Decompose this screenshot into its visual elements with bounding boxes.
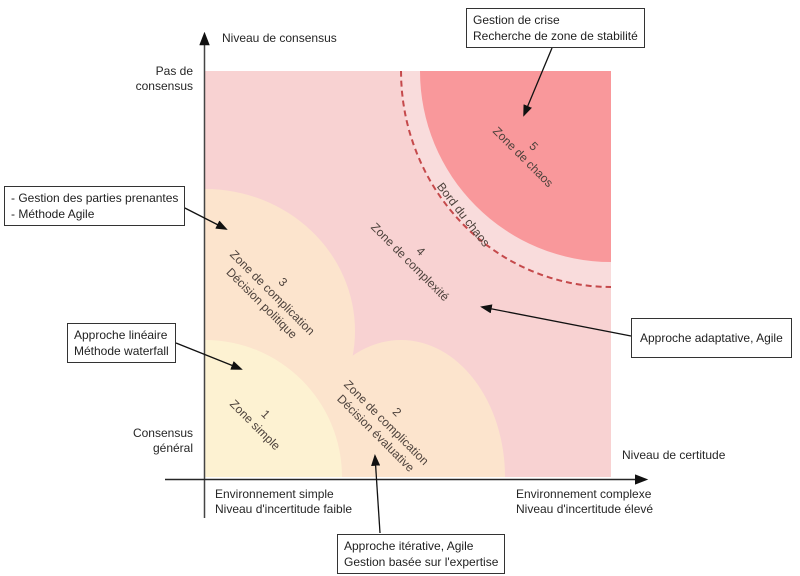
- x-axis-left-label-line1: Environnement simple: [215, 487, 334, 501]
- y-axis-top-label-line2: consensus: [135, 79, 193, 93]
- y-axis-title: Niveau de consensus: [222, 31, 337, 45]
- callout-adaptive-approach: Approche adaptative, Agile: [631, 318, 792, 358]
- y-axis-bottom-label: Consensus général: [133, 426, 193, 456]
- x-axis-right-label: Environnement complexe Niveau d'incertit…: [516, 487, 653, 517]
- callout-iterative-approach: Approche itérative, Agile Gestion basée …: [337, 534, 506, 574]
- x-axis-left-label-line2: Niveau d'incertitude faible: [215, 502, 353, 516]
- callout-crisis-line2: Recherche de zone de stabilité: [473, 29, 638, 43]
- y-axis-bottom-label-line2: général: [152, 441, 193, 455]
- callout-linear-line2: Méthode waterfall: [74, 344, 169, 358]
- x-axis-left-label: Environnement simple Niveau d'incertitud…: [215, 487, 352, 517]
- chart-area: 5 Zone de chaos Bord du chaos 4 Zone de …: [205, 71, 611, 477]
- callout-crisis-management: Gestion de crise Recherche de zone de st…: [466, 8, 645, 48]
- zone-chaos-shape: [420, 71, 611, 262]
- y-axis-top-label: Pas de consensus: [136, 64, 193, 94]
- callout-iterative-line2: Gestion basée sur l'expertise: [344, 555, 499, 569]
- zone-4-label: 4 Zone de complexité: [367, 209, 462, 304]
- x-axis-right-label-line1: Environnement complexe: [516, 487, 652, 501]
- callout-stakeholders-line1: - Gestion des parties prenantes: [11, 191, 179, 205]
- x-axis-right-label-line2: Niveau d'incertitude élevé: [516, 502, 654, 516]
- callout-crisis-line1: Gestion de crise: [473, 13, 560, 27]
- callout-stakeholders: - Gestion des parties prenantes - Méthod…: [4, 186, 186, 226]
- callout-stakeholders-line2: - Méthode Agile: [11, 207, 95, 221]
- callout-linear-line1: Approche linéaire: [74, 328, 168, 342]
- callout-adaptive-line1: Approche adaptative, Agile: [640, 331, 783, 345]
- x-axis-title: Niveau de certitude: [622, 448, 726, 462]
- y-axis-bottom-label-line1: Consensus: [132, 426, 193, 440]
- y-axis-top-label-line1: Pas de: [155, 64, 193, 78]
- callout-iterative-line1: Approche itérative, Agile: [344, 539, 474, 553]
- callout-linear-approach: Approche linéaire Méthode waterfall: [67, 323, 176, 363]
